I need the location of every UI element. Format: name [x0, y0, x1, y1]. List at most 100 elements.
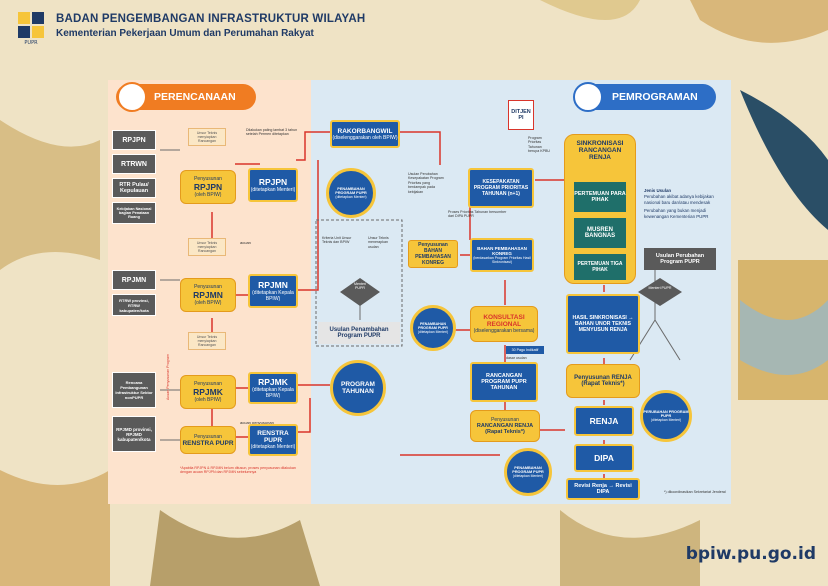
revisi-renja: Revisi Renja → Revisi DIPA	[566, 478, 640, 500]
penambahan-program-top: PENAMBAHAN PROGRAM PUPR (ditetapkan Ment…	[326, 168, 376, 218]
konsultasi-note: (diselenggarakan bersama)	[473, 328, 535, 334]
usulan-perubahan: Usulan Perubahan Program PUPR	[644, 248, 716, 270]
input-rpjpn: RPJPN	[112, 130, 156, 150]
revisi-renja-title: Revisi Renja → Revisi DIPA	[574, 483, 632, 495]
penyusunan-rpjmk-title: RPJMK	[193, 387, 223, 397]
hasil-sinkronisasi: HASIL SINKRONISASI → BAHAN UNOR TEKNIS M…	[566, 294, 640, 354]
svg-text:PUPR: PUPR	[24, 40, 38, 46]
konsultasi-regional: KONSULTASI REGIONAL (diselenggarakan ber…	[470, 306, 538, 342]
input-rtrw-provinsi: RTRW provinsi, RTRW kabupaten/kota	[112, 294, 156, 316]
acuan-note: dasar usulan	[506, 356, 527, 360]
rpjmk-output-title: RPJMK	[258, 377, 288, 387]
penyusunan-rpjmn-prefix: Penyusunan	[194, 284, 222, 290]
cream-note-rpjpn: Unsur Teknis menyiapkan Rancangan	[188, 128, 226, 146]
musren-bangnas: MUSREN BANGNAS	[574, 218, 626, 248]
rancangan-program-pupr: RANCANGAN PROGRAM PUPR TAHUNAN	[470, 362, 538, 402]
pertemuan-tiga-pihak: PERTEMUAN TIGA PIHAK	[574, 254, 626, 280]
penambahan-program-low: PENAMBAHAN PROGRAM PUPR (ditetapkan Ment…	[504, 448, 552, 496]
rpjmn-output-title: RPJMN	[258, 280, 288, 290]
rpjpn-output-title: RPJPN	[258, 177, 288, 187]
org-subtitle: Kementerian Pekerjaan Umum dan Perumahan…	[56, 28, 314, 39]
rancangan-renja-title: RANCANGAN RENJA (Rapat Teknis*)	[476, 423, 534, 435]
website-url[interactable]: bpiw.pu.go.id	[685, 544, 816, 564]
perubahan-program: PERUBAHAN PROGRAM PUPR (ditetapkan Mente…	[640, 390, 692, 442]
menteri-pupr-right-label: Menteri PUPR	[648, 286, 672, 290]
kesepakatan-program: KESEPAKATAN PROGRAM PRIORITAS TAHUNAN (n…	[468, 168, 534, 208]
rpjmk-output-note: (ditetapkan Kepala BPIW)	[252, 387, 294, 399]
proses-note: Proses Prioritas Tahunan bersumber dari …	[448, 210, 507, 219]
rakorbangwil: RAKORBANGWIL (diselenggarakan oleh BPIW)	[330, 120, 400, 148]
penambahan-low-title: PENAMBAHAN PROGRAM PUPR	[512, 466, 544, 474]
input-rpjmd: RPJMD provinsi, RPJMD kabupaten/kota	[112, 416, 156, 452]
rpjmn-output: RPJMN (ditetapkan Kepala BPIW)	[248, 274, 298, 308]
input-rtr-pulau: RTR Pulau/ Kepulauan	[112, 178, 156, 198]
perencanaan-label: PERENCANAAN	[154, 91, 236, 103]
penyusunan-rancangan-renja: Penyusunan RANCANGAN RENJA (Rapat Teknis…	[470, 410, 540, 442]
penyusunan-renstra: Penyusunan RENSTRA PUPR	[180, 426, 236, 454]
penyusunan-rpjpn-prefix: Penyusunan	[194, 176, 222, 182]
rakorbangwil-title: RAKORBANGWIL	[337, 127, 393, 135]
rancangan-program-title: RANCANGAN PROGRAM PUPR TAHUNAN	[481, 373, 527, 391]
org-title: BADAN PENGEMBANGAN INFRASTRUKTUR WILAYAH	[56, 13, 366, 25]
konsultasi-title: KONSULTASI REGIONAL	[483, 314, 525, 328]
renstra-output-note: (ditetapkan Menteri)	[250, 444, 296, 450]
renstra-output: RENSTRA PUPR (ditetapkan Menteri)	[248, 424, 298, 456]
cream-note-rpjmk: Unsur Teknis menyiapkan Rancangan	[188, 332, 226, 350]
penyusunan-renstra-prefix: Penyusunan	[194, 433, 222, 440]
input-rpjmn: RPJMN	[112, 270, 156, 290]
usulan-a: Perubahan akibat adanya kebijakan nasion…	[644, 193, 714, 205]
penambahan-program-mid: PENAMBAHAN PROGRAM PUPR (ditetapkan Ment…	[410, 305, 456, 351]
penyusunan-rpjpn-title: RPJPN	[193, 182, 223, 192]
side-note: Dilakukan paling lambat 3 tahun setelah …	[246, 128, 298, 137]
usulan-b: Perubahan yang bukan menjadi kewenangan …	[644, 207, 709, 219]
building-icon	[117, 82, 147, 112]
bahan-pembahasan-konreg: BAHAN PEMBAHASAN KONREG (berdasarkan Pro…	[470, 238, 534, 272]
jenis-usulan-title: Jenis Usulan	[644, 188, 672, 193]
penyusunan-rpjpn-by: (oleh BPIW)	[194, 192, 222, 198]
dipa-title: DIPA	[594, 453, 614, 463]
menteri-pupr-diamond-label: Menteri PUPR	[354, 282, 366, 291]
penambahan-top-title: PENAMBAHAN PROGRAM PUPR	[335, 187, 367, 195]
penyusunan-renja-title: Penyusunan RENJA (Rapat Teknis*)	[574, 375, 632, 387]
rpjmn-output-note: (ditetapkan Kepala BPIW)	[252, 290, 294, 302]
perubahan-title: PERUBAHAN PROGRAM PUPR	[643, 410, 689, 418]
cream-note-rpjmn: Unsur Teknis menyiapkan Rancangan	[188, 238, 226, 256]
renja-title: RENJA	[589, 416, 619, 426]
pemrograman-label: PEMROGRAMAN	[612, 91, 698, 103]
pupr-logo: PUPR	[14, 10, 48, 46]
acuan-note-rpjmk: acuan penyusunan	[240, 420, 274, 425]
penyusunan-rpjmn: Penyusunan RPJMN (oleh BPIW)	[180, 278, 236, 312]
jenis-usulan-block: Jenis Usulan Perubahan akibat adanya keb…	[644, 188, 716, 220]
penyusunan-rpjpn: Penyusunan RPJPN (oleh BPIW)	[180, 170, 236, 204]
pemrograman-footnote: *) dikoordinasikan Sekretariat Jenderal	[664, 490, 726, 494]
penambahan-top-note: (ditetapkan Menteri)	[335, 195, 367, 199]
ditjen-note: Program Prioritas Tahunan berupa KPBU	[528, 136, 550, 154]
rpjpn-output: RPJPN (ditetapkan Menteri)	[248, 168, 298, 202]
hasil-sinkronisasi-title: HASIL SINKRONISASI → BAHAN UNOR TEKNIS M…	[572, 315, 634, 333]
bahan-konreg-title: BAHAN PEMBAHASAN KONREG	[477, 246, 527, 256]
bahan-konreg-note: (berdasarkan Program Prioritas Hasil Sin…	[473, 256, 531, 264]
renstra-output-title: RENSTRA PUPR	[257, 430, 289, 444]
document-icon	[573, 82, 603, 112]
penambahan-low-note: (ditetapkan Menteri)	[512, 474, 544, 478]
penyusunan-renja: Penyusunan RENJA (Rapat Teknis*)	[566, 364, 640, 398]
program-tahunan: PROGRAM TAHUNAN	[330, 360, 386, 416]
penyusunan-rpjmk: Penyusunan RPJMK (oleh BPIW)	[180, 375, 236, 409]
rpjpn-output-note: (ditetapkan Menteri)	[250, 187, 296, 193]
acuan-note-rpjmn: acuan	[240, 240, 251, 245]
penyusunan-renstra-title: RENSTRA PUPR	[182, 439, 234, 447]
ditjen-pi: DITJEN PI	[508, 100, 534, 130]
kesepakatan-note: Usulan Perubahan Kesepakatan Program Pri…	[408, 172, 444, 194]
kriteria-note: Kriteria Unit Unsur Teknis dan BPIW	[322, 236, 352, 245]
renja: RENJA	[574, 406, 634, 436]
penyusunan-rpjmk-prefix: Penyusunan	[194, 381, 222, 387]
kesepakatan-title: KESEPAKATAN PROGRAM PRIORITAS TAHUNAN (n…	[473, 179, 529, 197]
penyusunan-rpjmn-by: (oleh BPIW)	[194, 300, 222, 306]
penyusunan-rpjmn-title: RPJMN	[193, 290, 223, 300]
pertemuan-para-pihak: PERTEMUAN PARA PIHAK	[574, 182, 626, 212]
pagu-note: 30 Pagu Indikatif	[506, 346, 544, 354]
penyusunan-bahan-pembahasan: Penyusunan BAHAN PEMBAHASAN KONREG	[408, 240, 458, 268]
rakorbangwil-note: (diselenggarakan oleh BPIW)	[332, 134, 398, 141]
